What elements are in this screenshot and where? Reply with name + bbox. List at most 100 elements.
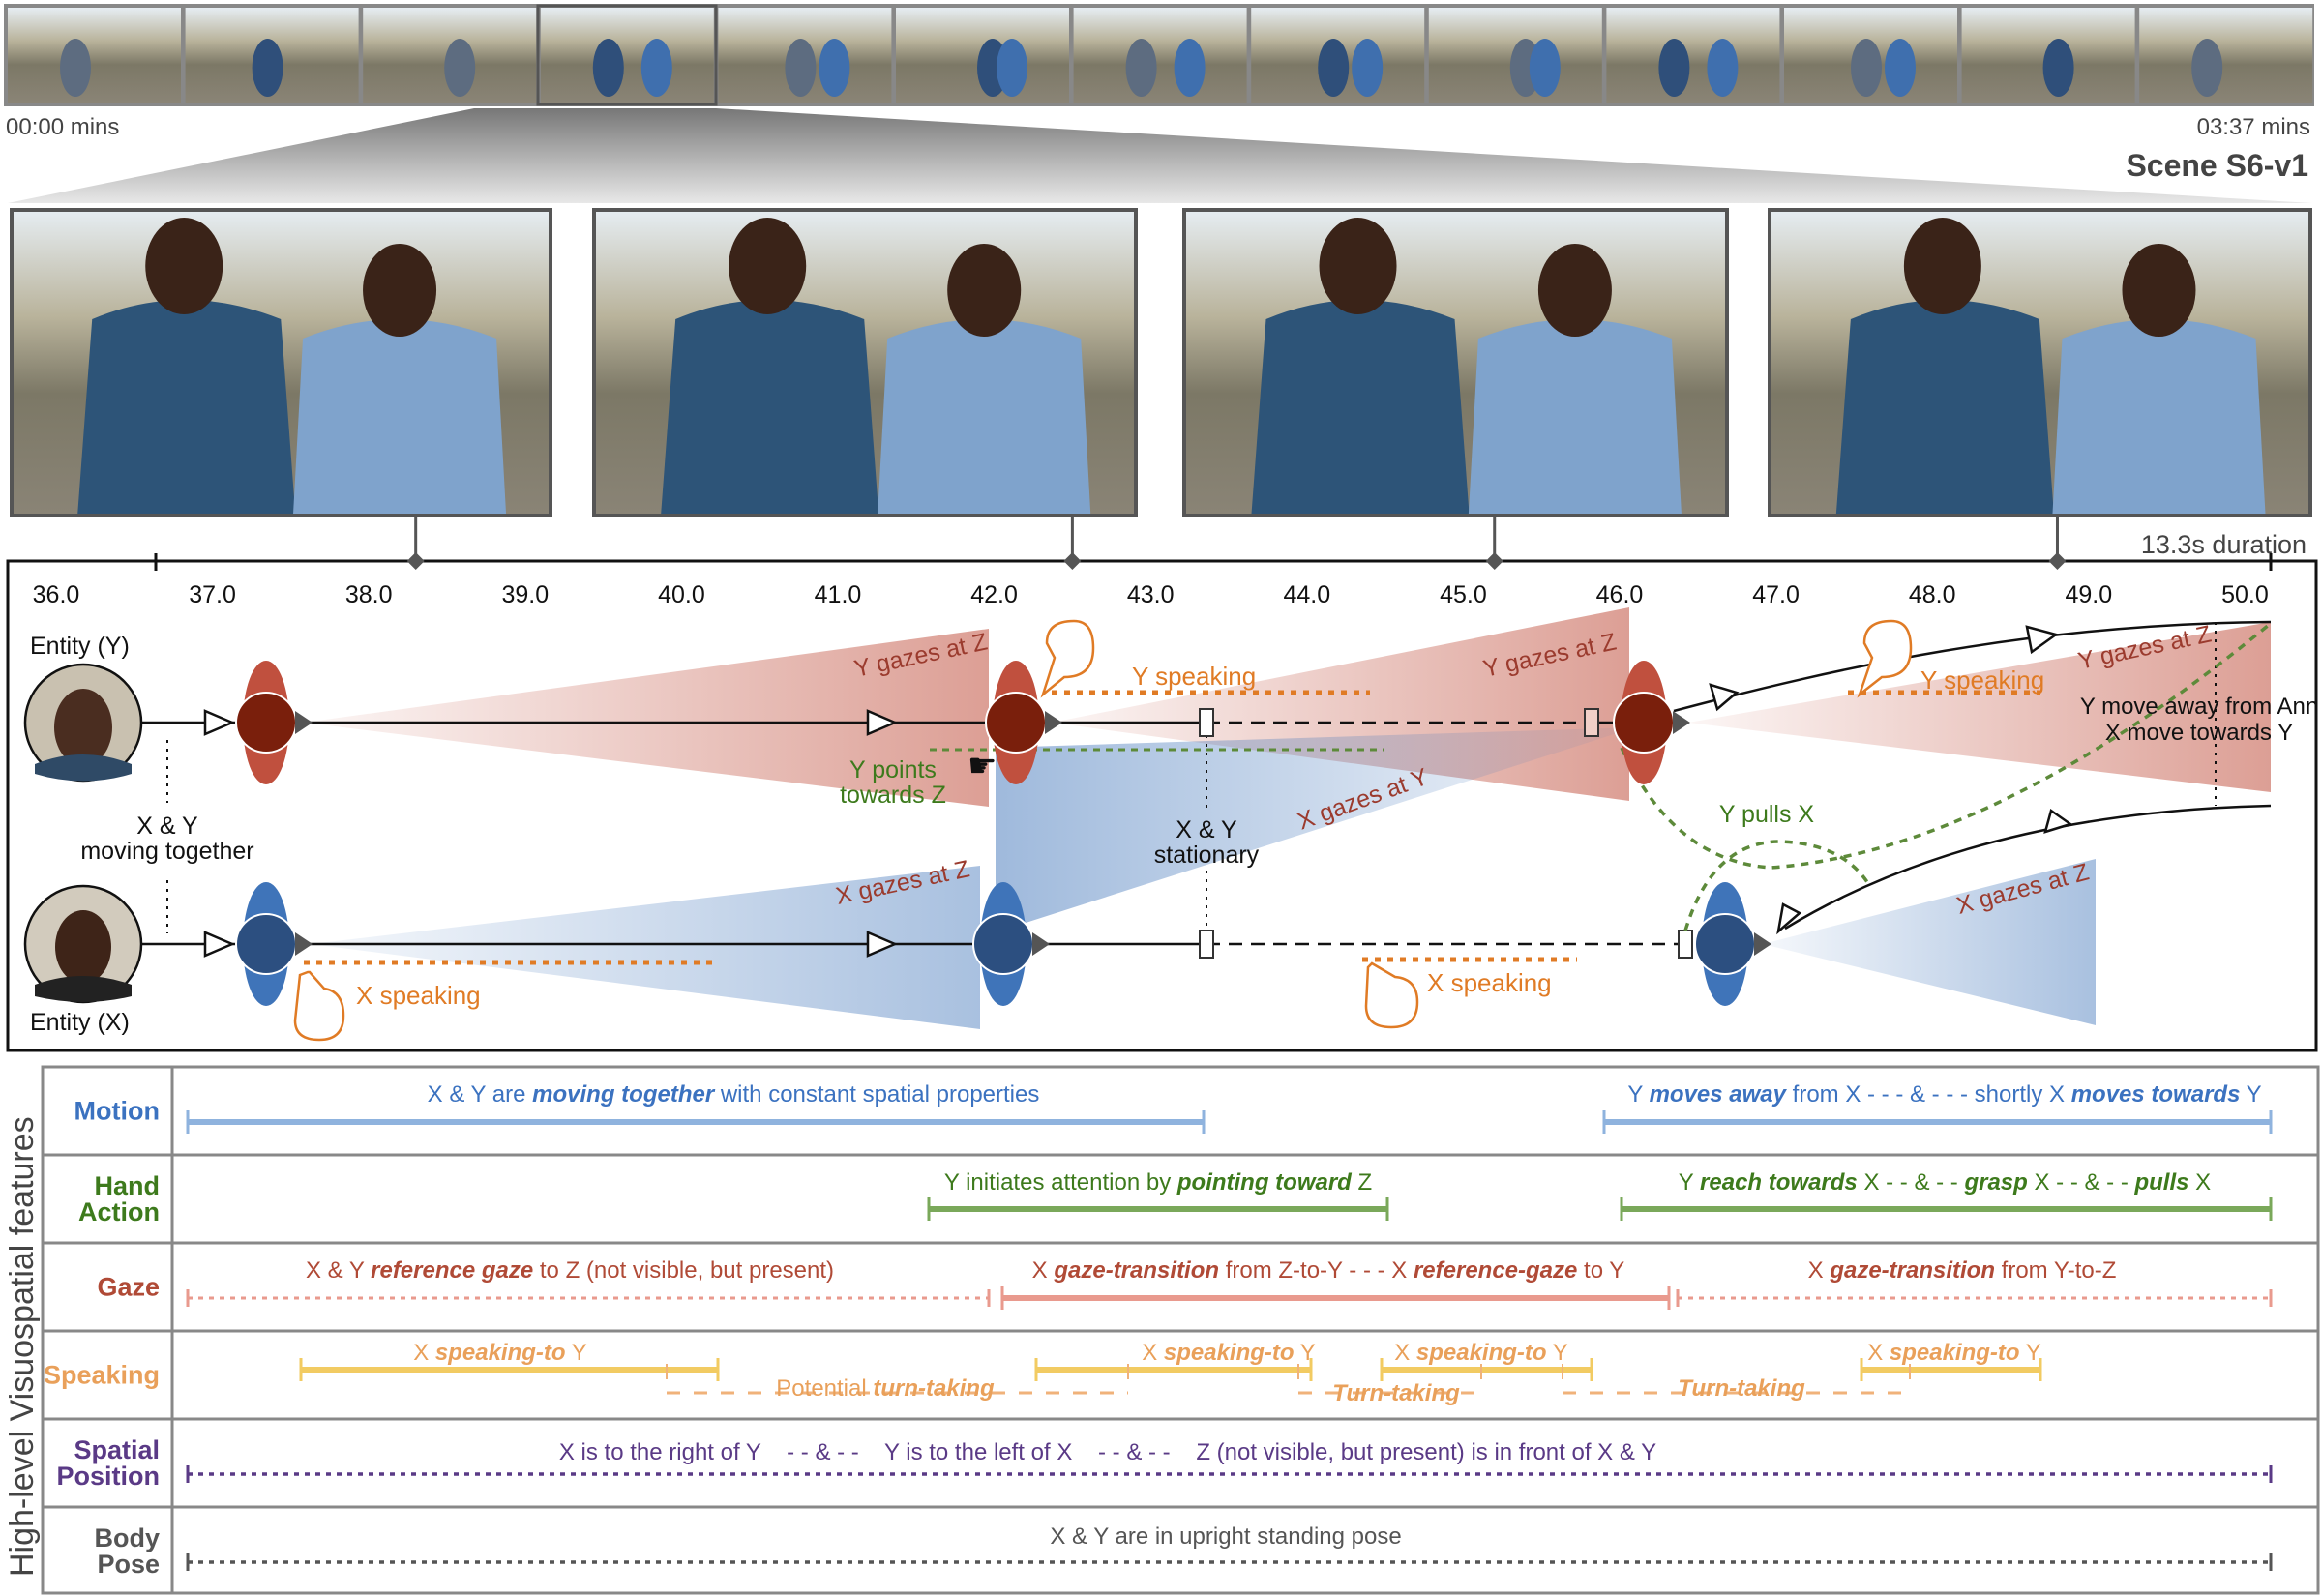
time-tick-label: 38.0 bbox=[345, 581, 393, 608]
filmstrip-thumbnail[interactable] bbox=[540, 8, 714, 103]
pull-path bbox=[1620, 623, 2271, 870]
y-gaze-cone-1 bbox=[304, 629, 989, 807]
x-gaze-cone-2 bbox=[996, 727, 1635, 932]
annotation-text: X is to the right of Y - - & - - Y is to… bbox=[559, 1439, 1656, 1465]
entity-y-marker bbox=[985, 661, 1062, 784]
features-axis-title: High-level Visuospatial features bbox=[4, 1116, 41, 1577]
time-tick-label: 46.0 bbox=[1596, 581, 1644, 608]
annotation-text: Potential bbox=[776, 1375, 873, 1402]
filmstrip-thumbnail[interactable] bbox=[8, 8, 181, 103]
entity-x-marker bbox=[972, 882, 1050, 1006]
speech-bubble-icon bbox=[293, 970, 345, 1042]
video-filmstrip[interactable] bbox=[4, 4, 2314, 106]
filmstrip-thumbnail[interactable] bbox=[896, 8, 1069, 103]
entity-y-label: Entity (Y) bbox=[30, 633, 130, 660]
filmstrip-thumbnail[interactable] bbox=[1961, 8, 2135, 103]
feature-row-gaze: Gaze X & Y reference gaze to Z (not visib… bbox=[97, 1257, 2273, 1310]
annotation-text: to Y bbox=[1577, 1257, 1624, 1284]
annotation-text: X - - & - - bbox=[2028, 1169, 2135, 1196]
annotation-text: X bbox=[1808, 1257, 1831, 1284]
y-speaking-label-2: Y speaking bbox=[1920, 665, 2044, 695]
speech-bubble-icon bbox=[1040, 619, 1095, 698]
keyframes bbox=[10, 208, 2312, 517]
y-resume-marker bbox=[1584, 708, 1599, 737]
time-tick-label: 37.0 bbox=[189, 581, 236, 608]
feature-annotation: X speaking-to Y bbox=[1394, 1340, 1568, 1366]
time-tick-label: 47.0 bbox=[1752, 581, 1800, 608]
annotation-text: from Z-to-Y - - - X bbox=[1219, 1257, 1414, 1284]
x-speaking-label-1: X speaking bbox=[356, 981, 481, 1010]
emphasized-term: gaze-transition bbox=[1053, 1257, 1219, 1284]
emphasized-term: pointing toward bbox=[1176, 1169, 1353, 1196]
move-towards-label: X move towards Y bbox=[2105, 720, 2293, 746]
time-tick-label: 49.0 bbox=[2065, 581, 2112, 608]
direction-arrows bbox=[203, 625, 2073, 958]
moving-together-label-2: moving together bbox=[80, 838, 253, 865]
filmstrip-thumbnail[interactable] bbox=[2139, 8, 2313, 103]
filmstrip-thumbnail[interactable] bbox=[1784, 8, 1957, 103]
time-tick-label: 40.0 bbox=[658, 581, 705, 608]
feature-annotation: Y reach towards X - - & - - grasp X - - … bbox=[1679, 1169, 2211, 1196]
avatar-entity-x bbox=[23, 884, 143, 1004]
filmstrip-thumbnail[interactable] bbox=[185, 8, 359, 103]
keyframe-image bbox=[592, 208, 1138, 517]
emphasized-term: pulls bbox=[2133, 1169, 2188, 1196]
emphasized-term: moves away bbox=[1650, 1081, 1788, 1108]
x-gaze-cone-1 bbox=[311, 866, 980, 1029]
y-trajectory bbox=[1673, 620, 2272, 713]
keyframe-image bbox=[10, 208, 552, 517]
pointing-hand-icon: ☛ bbox=[968, 748, 997, 784]
feature-annotation: X speaking-to Y bbox=[1867, 1340, 2041, 1366]
feature-annotation: X & Y are in upright standing pose bbox=[1050, 1523, 1401, 1550]
emphasized-term: speaking-to bbox=[1416, 1340, 1547, 1366]
emphasized-term: reach towards bbox=[1700, 1169, 1858, 1196]
feature-row-label: Motion bbox=[74, 1097, 160, 1126]
filmstrip-start-time: 00:00 mins bbox=[6, 114, 119, 140]
emphasized-term: moving together bbox=[532, 1081, 716, 1108]
feature-row-label: Hand bbox=[95, 1171, 161, 1200]
moving-together-label: X & Y bbox=[136, 813, 198, 840]
move-away-label: Y move away from Ann bbox=[2080, 694, 2318, 720]
filmstrip-thumbnail[interactable] bbox=[363, 8, 537, 103]
entity-x-label: Entity (X) bbox=[30, 1009, 130, 1036]
feature-annotation: X gaze-transition from Y-to-Z bbox=[1808, 1257, 2117, 1284]
scene-label: Scene S6-v1 bbox=[2126, 148, 2308, 183]
emphasized-term: Turn-taking bbox=[1332, 1380, 1460, 1406]
x-speaking-label-2: X speaking bbox=[1427, 968, 1552, 997]
annotation-text: to Z (not visible, but present) bbox=[533, 1257, 834, 1284]
annotation-text: from Y-to-Z bbox=[1995, 1257, 2116, 1284]
feature-annotation: X & Y reference gaze to Z (not visible, … bbox=[306, 1257, 834, 1284]
filmstrip-thumbnail[interactable] bbox=[1251, 8, 1425, 103]
y-pulls-label: Y pulls X bbox=[1719, 801, 1815, 828]
annotation-text: Y bbox=[1627, 1081, 1649, 1108]
emphasized-term: moves towards bbox=[2071, 1081, 2241, 1108]
feature-row-label: Body bbox=[95, 1523, 161, 1552]
feature-row-label: Position bbox=[57, 1462, 161, 1491]
time-tick-label: 43.0 bbox=[1127, 581, 1175, 608]
y-stop-marker bbox=[1199, 708, 1214, 737]
filmstrip-thumbnail[interactable] bbox=[1073, 8, 1247, 103]
keyframe-marker bbox=[1485, 552, 1503, 570]
zoom-fan bbox=[8, 108, 2312, 203]
emphasized-term: gaze-transition bbox=[1829, 1257, 1995, 1284]
filmstrip-end-time: 03:37 mins bbox=[2197, 114, 2310, 140]
feature-row-label: Gaze bbox=[97, 1273, 160, 1302]
y-points-label: Y points bbox=[849, 756, 937, 783]
stationary-label-2: stationary bbox=[1154, 842, 1260, 869]
emphasized-term: speaking-to bbox=[1890, 1340, 2020, 1366]
filmstrip-thumbnail[interactable] bbox=[1606, 8, 1780, 103]
time-tick-label: 48.0 bbox=[1909, 581, 1956, 608]
feature-annotation: X gaze-transition from Z-to-Y - - - X re… bbox=[1032, 1257, 1625, 1284]
filmstrip-thumbnail[interactable] bbox=[1428, 8, 1602, 103]
emphasized-term: grasp bbox=[1963, 1169, 2027, 1196]
feature-annotation: Turn-taking bbox=[1332, 1380, 1460, 1406]
entity-x-marker bbox=[235, 882, 313, 1006]
feature-annotation: Turn-taking bbox=[1678, 1375, 1805, 1402]
keyframe-marker bbox=[2048, 552, 2067, 570]
filmstrip-thumbnail[interactable] bbox=[718, 8, 892, 103]
speech-bubble-icon bbox=[1364, 961, 1419, 1029]
